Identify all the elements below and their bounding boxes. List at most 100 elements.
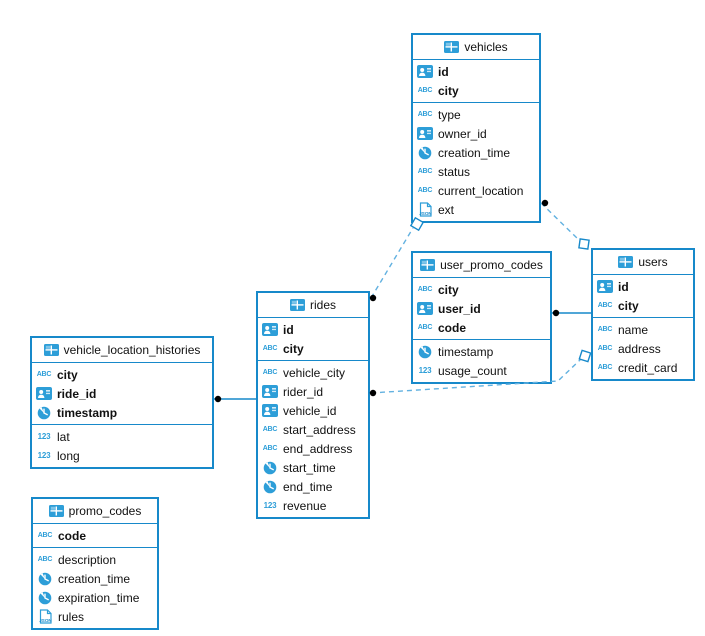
relation-vehicle_location_histories-to-rides[interactable] — [214, 395, 256, 403]
column-city[interactable]: ABC city — [413, 81, 539, 100]
column-ride_id[interactable]: ride_id — [32, 384, 212, 403]
table-header-vehicle_location_histories[interactable]: vehicle_location_histories — [32, 338, 212, 363]
column-id[interactable]: id — [258, 320, 368, 339]
column-label: city — [283, 341, 304, 356]
table-header-user_promo_codes[interactable]: user_promo_codes — [413, 253, 550, 278]
abc-icon: ABC — [597, 345, 613, 352]
column-label: creation_time — [438, 145, 511, 160]
column-label: rider_id — [283, 384, 324, 399]
column-id[interactable]: id — [593, 277, 693, 296]
column-ext[interactable]: JSON ext — [413, 200, 539, 219]
column-owner_id[interactable]: owner_id — [413, 124, 539, 143]
column-label: vehicle_city — [283, 365, 346, 380]
column-label: ext — [438, 202, 455, 217]
relation-vehicles-to-users[interactable] — [540, 199, 590, 250]
column-user_id[interactable]: user_id — [413, 299, 550, 318]
abc-icon: ABC — [261, 345, 279, 352]
abc-icon: ABC — [417, 168, 433, 175]
column-label: current_location — [438, 183, 524, 198]
abc-icon: ABC — [417, 111, 433, 118]
column-timestamp[interactable]: timestamp — [413, 342, 550, 361]
column-timestamp[interactable]: timestamp — [32, 403, 212, 422]
column-label: start_time — [283, 460, 336, 475]
column-vehicle_id[interactable]: vehicle_id — [258, 401, 368, 420]
column-long[interactable]: 123 long — [32, 446, 212, 465]
column-label: status — [438, 164, 471, 179]
column-label: city — [438, 282, 459, 297]
abc-icon: ABC — [262, 345, 278, 352]
abc-icon: ABC — [416, 286, 434, 293]
number-icon: 123 — [37, 450, 51, 460]
column-label: id — [618, 279, 629, 294]
column-label: timestamp — [57, 405, 118, 420]
abc-icon: ABC — [261, 445, 279, 452]
table-icon — [618, 256, 634, 268]
column-vehicle_city[interactable]: ABC vehicle_city — [258, 363, 368, 382]
table-title: user_promo_codes — [440, 258, 543, 272]
column-label: creation_time — [58, 571, 131, 586]
abc-icon: ABC — [36, 371, 52, 378]
abc-icon: ABC — [596, 302, 614, 309]
user-badge-icon — [35, 387, 53, 400]
table-header-rides[interactable]: rides — [258, 293, 368, 318]
column-label: long — [57, 448, 80, 463]
clock-icon — [416, 146, 434, 160]
column-credit_card[interactable]: ABC credit_card — [593, 358, 693, 377]
column-label: credit_card — [618, 360, 678, 375]
relation-user_promo_codes-to-users[interactable] — [552, 309, 591, 317]
column-city[interactable]: ABC city — [413, 280, 550, 299]
column-status[interactable]: ABC status — [413, 162, 539, 181]
table-header-users[interactable]: users — [593, 250, 693, 275]
column-city[interactable]: ABC city — [258, 339, 368, 358]
table-header-promo_codes[interactable]: promo_codes — [33, 499, 157, 524]
column-start_time[interactable]: start_time — [258, 458, 368, 477]
abc-icon: ABC — [262, 445, 278, 452]
column-end_time[interactable]: end_time — [258, 477, 368, 496]
column-rider_id[interactable]: rider_id — [258, 382, 368, 401]
abc-icon: ABC — [416, 324, 434, 331]
abc-icon: ABC — [261, 369, 279, 376]
column-creation_time[interactable]: creation_time — [413, 143, 539, 162]
column-label: expiration_time — [58, 590, 140, 605]
abc-icon: ABC — [417, 87, 433, 94]
column-label: city — [438, 83, 459, 98]
column-id[interactable]: id — [413, 62, 539, 81]
number-icon: 123 — [35, 432, 53, 441]
table-header-vehicles[interactable]: vehicles — [413, 35, 539, 60]
table-title: promo_codes — [68, 504, 142, 518]
relation-endpoint-dot — [369, 389, 377, 397]
column-creation_time[interactable]: creation_time — [33, 569, 157, 588]
svg-text:JSON: JSON — [419, 211, 432, 216]
abc-icon: ABC — [596, 364, 614, 371]
column-expiration_time[interactable]: expiration_time — [33, 588, 157, 607]
user-badge-icon — [416, 127, 434, 140]
